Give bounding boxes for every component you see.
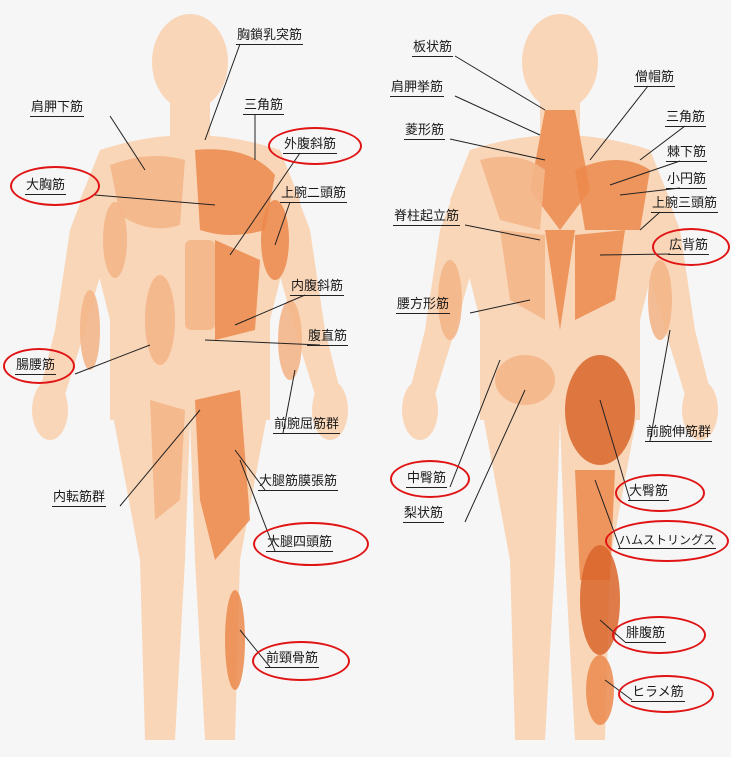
label-daitai-kinmaku: 大腿筋膜張筋 xyxy=(258,474,338,491)
highlight-ring-daikyo xyxy=(10,166,100,206)
highlight-ring-choyo xyxy=(3,348,75,384)
label-kyosa: 胸鎖乳突筋 xyxy=(236,28,303,45)
highlight-ring-daitai-shitou xyxy=(253,522,369,566)
label-kenko-ka: 肩胛下筋 xyxy=(30,100,84,117)
label-sekichu: 脊柱起立筋 xyxy=(393,209,460,226)
label-banjo: 板状筋 xyxy=(412,40,453,57)
label-naiten: 内転筋群 xyxy=(52,490,106,507)
label-ryokei: 菱形筋 xyxy=(404,123,445,140)
highlight-ring-hifuku xyxy=(612,616,706,654)
label-zenwan-shinkin: 前腕伸筋群 xyxy=(645,425,712,442)
leader-line xyxy=(455,96,540,135)
highlight-ring-zenkei xyxy=(252,641,350,681)
label-jowan-nitou: 上腕二頭筋 xyxy=(280,186,347,203)
highlight-ring-daidan xyxy=(615,474,705,512)
highlight-ring-hirame xyxy=(618,675,714,713)
label-rijo: 梨状筋 xyxy=(403,506,444,523)
label-naifuku: 内腹斜筋 xyxy=(290,279,344,296)
label-shoen: 小円筋 xyxy=(666,172,707,189)
label-fukuchoku: 腹直筋 xyxy=(307,329,348,346)
label-sankaku-back: 三角筋 xyxy=(665,110,706,127)
highlight-ring-gaifuku xyxy=(268,127,362,165)
highlight-ring-hamstrings xyxy=(605,520,729,562)
label-kenko-kyo: 肩胛挙筋 xyxy=(390,80,444,97)
front-body-figure xyxy=(32,14,348,740)
label-yohokei: 腰方形筋 xyxy=(396,297,450,314)
label-soubo: 僧帽筋 xyxy=(634,70,675,87)
label-kyokka: 棘下筋 xyxy=(666,145,707,162)
highlight-ring-chudan xyxy=(390,460,470,498)
label-jowan-santou: 上腕三頭筋 xyxy=(651,196,718,213)
label-zenwan-kukkin: 前腕屈筋群 xyxy=(273,417,340,434)
highlight-ring-kohai xyxy=(652,228,730,266)
label-sankaku-front: 三角筋 xyxy=(243,98,284,115)
